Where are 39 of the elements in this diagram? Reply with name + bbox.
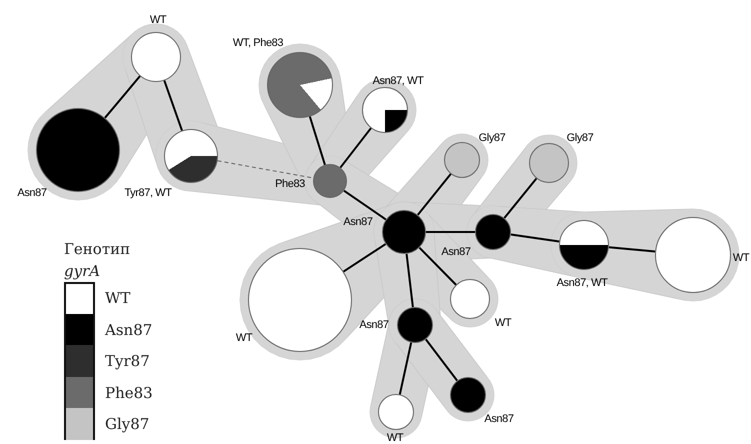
legend-label: Tyr87 (105, 352, 150, 370)
legend-label: Phe83 (105, 384, 153, 402)
node-label: Asn87 (441, 246, 471, 258)
legend-label: Gly87 (105, 415, 150, 433)
node-label: Asn87, WT (556, 277, 608, 289)
node-label: WT (732, 252, 750, 264)
connecting-line (217, 160, 314, 178)
connecting-line (163, 80, 183, 131)
connecting-line (406, 254, 414, 308)
node-label: WT (236, 332, 252, 344)
connecting-line (340, 128, 372, 168)
connecting-line (342, 243, 386, 272)
connecting-line (417, 173, 452, 216)
node-label: Gly87 (478, 132, 506, 144)
node-label: Tyr87, WT (124, 187, 172, 199)
node-label: Gly87 (566, 132, 594, 144)
connecting-line (425, 338, 458, 382)
connecting-line (308, 116, 326, 166)
legend-title: Генотип gyrA (64, 239, 132, 282)
connecting-line (418, 246, 457, 286)
node-label: WT (386, 432, 404, 444)
node-label: Asn87 (343, 216, 373, 228)
connecting-line (426, 231, 475, 233)
connecting-line (104, 76, 141, 118)
connecting-line (608, 246, 656, 253)
node-label: Asn87 (484, 413, 514, 425)
legend-label: WT (105, 289, 130, 307)
connecting-line (504, 178, 538, 219)
node-label: Asn87 (359, 319, 389, 331)
node-label: WT (494, 317, 512, 329)
connecting-line (398, 342, 412, 395)
node-label: Asn87, WT (372, 75, 424, 87)
node-label: WT, Phe83 (232, 37, 284, 49)
legend-label: Asn87 (105, 320, 152, 338)
connecting-line (343, 190, 386, 220)
node-label: Asn87 (17, 187, 47, 199)
connecting-line (510, 234, 560, 242)
node-label: Phe83 (275, 178, 305, 190)
node-label: WT (150, 14, 166, 26)
